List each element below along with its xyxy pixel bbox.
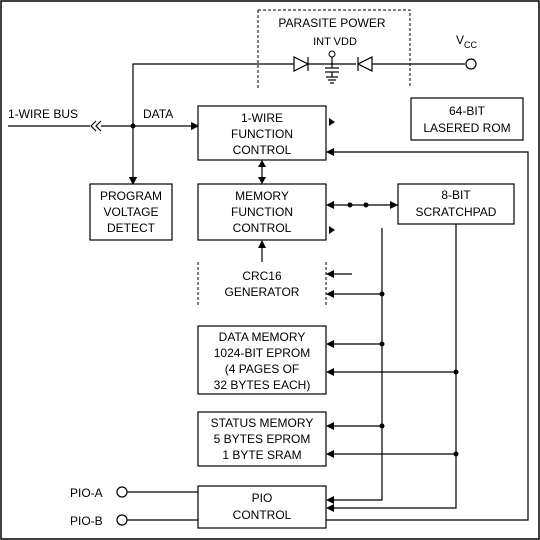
diode-left-icon xyxy=(293,56,310,72)
pvd-line1: PROGRAM xyxy=(100,189,162,203)
bus-connector-icon xyxy=(90,120,102,132)
pio-line2: CONTROL xyxy=(233,508,292,522)
dm-line3: (4 PAGES OF xyxy=(225,362,299,376)
status-memory-block xyxy=(197,411,327,467)
owfc-line1: 1-WIRE xyxy=(241,111,283,125)
int-vdd-node-icon xyxy=(328,50,336,58)
rom-line1: 64-BIT xyxy=(449,104,486,118)
vcc-terminal-icon xyxy=(465,58,477,70)
one-wire-bus-label: 1-WIRE BUS xyxy=(8,107,78,121)
scratchpad-block xyxy=(397,183,515,225)
memory-function-control-block xyxy=(197,183,327,241)
parasite-power-block: PARASITE POWER INT VDD xyxy=(257,9,465,88)
sm-line2: 5 BYTES EPROM xyxy=(214,432,311,446)
scratchpad-line2: SCRATCHPAD xyxy=(416,205,497,219)
mfc-line2: FUNCTION xyxy=(231,205,293,219)
program-voltage-detect-block xyxy=(89,183,173,241)
pio-b-label: PIO-B xyxy=(70,514,103,528)
sm-line3: 1 BYTE SRAM xyxy=(222,448,301,462)
data-memory-block xyxy=(197,325,327,395)
crc-line1: CRC16 xyxy=(242,269,282,283)
dm-line4: 32 BYTES EACH) xyxy=(214,378,311,392)
data-label: DATA xyxy=(143,107,173,121)
mfc-line1: MEMORY xyxy=(235,189,289,203)
dm-line2: 1024-BIT EPROM xyxy=(214,346,310,360)
pio-control-block xyxy=(197,485,327,529)
pvd-line2: VOLTAGE xyxy=(104,205,159,219)
owfc-line2: FUNCTION xyxy=(231,127,293,141)
parasite-power-title: PARASITE POWER xyxy=(278,16,385,30)
mfc-line3: CONTROL xyxy=(233,221,292,235)
pvd-line3: DETECT xyxy=(107,221,156,235)
pio-line1: PIO xyxy=(252,491,273,505)
rom-line2: LASERED ROM xyxy=(423,121,510,135)
crc-line2: GENERATOR xyxy=(225,285,300,299)
sm-line1: STATUS MEMORY xyxy=(211,416,314,430)
pio-a-terminal-icon xyxy=(116,486,128,498)
owfc-line3: CONTROL xyxy=(233,143,292,157)
diode-right-icon xyxy=(356,56,373,72)
pio-a-label: PIO-A xyxy=(70,486,103,500)
crc16-generator-block xyxy=(197,262,327,306)
vcc-label: VCC xyxy=(456,33,478,50)
dm-line1: DATA MEMORY xyxy=(219,330,306,344)
pio-b-terminal-icon xyxy=(116,514,128,526)
int-vdd-label: INT VDD xyxy=(313,36,357,48)
one-wire-function-control-block xyxy=(197,105,327,161)
lasered-rom-block xyxy=(410,97,524,141)
scratchpad-line1: 8-BIT xyxy=(441,188,471,202)
